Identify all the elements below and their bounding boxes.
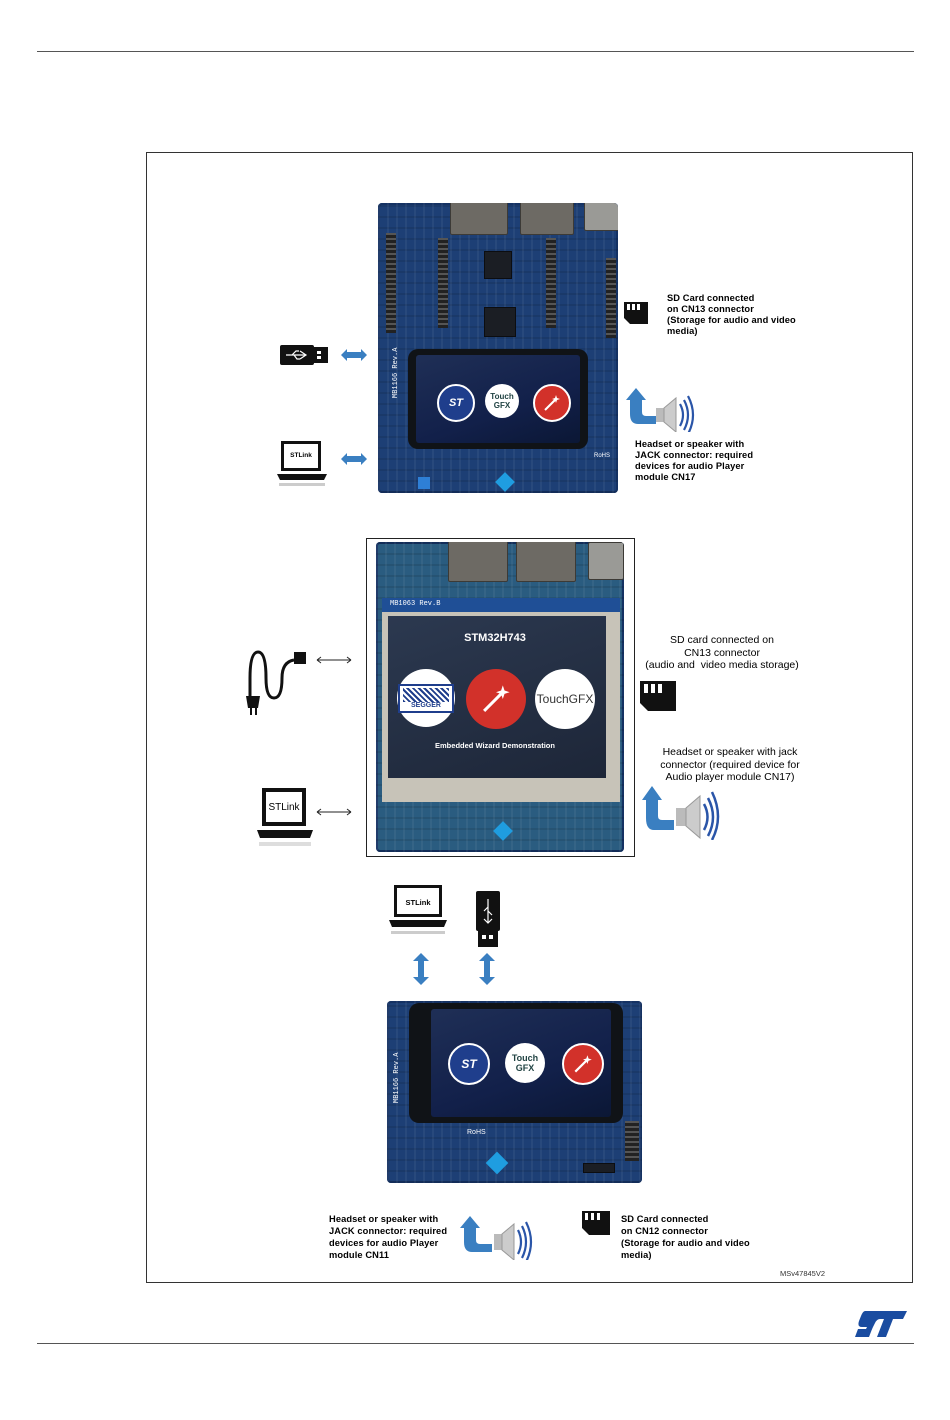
st-logo-icon	[855, 1311, 907, 1337]
laptop-icon-3	[389, 885, 447, 934]
sd-card-icon-2	[640, 681, 676, 711]
board-1-rohs: RoHS	[594, 453, 611, 459]
board-3-rohs: RoHS	[467, 1129, 486, 1136]
segger-label: SEGGER	[411, 701, 441, 709]
st-app-icon: ST	[437, 384, 475, 422]
stlink-label-2: STLink	[268, 802, 300, 813]
board-1-sd-caption: SD Card connected on CN13 connector (Sto…	[667, 293, 796, 336]
board-1-pcb: MB1166 Rev.A RoHS	[378, 203, 618, 493]
board-2-silk: MB1063 Rev.B	[390, 600, 441, 608]
wizard-app-icon-3	[562, 1043, 604, 1085]
laptop-icon-2	[257, 788, 313, 846]
board-3-audio-caption: Headset or speaker with JACK connector: …	[329, 1214, 448, 1260]
figure-reference: MSv47845V2	[780, 1269, 826, 1278]
wizard-app-icon-2	[466, 669, 526, 729]
speaker-icon	[626, 388, 695, 432]
usb-link-arrow-icon-2	[479, 953, 495, 985]
usb-stick-icon	[280, 345, 328, 365]
stlink-label-3: STLink	[405, 898, 431, 907]
board-2-screen-footer: Embedded Wizard Demonstration	[435, 741, 555, 750]
speaker-icon-3	[460, 1216, 533, 1260]
header-rule	[37, 51, 914, 52]
figure-frame	[146, 152, 913, 1283]
wizard-app-icon	[533, 384, 571, 422]
touchgfx-app-icon-2: TouchGFX	[535, 669, 595, 729]
board-1-silk: MB1166 Rev.A	[392, 347, 400, 398]
board-2-sd-caption: SD card connected on CN13 connector (aud…	[645, 634, 799, 671]
stlink-link-arrow-icon-2	[316, 808, 352, 816]
board-3-pcb: MB1166 Rev.A RoHS	[387, 1001, 642, 1183]
power-adapter-icon	[246, 650, 306, 715]
usb-link-arrow-icon	[341, 349, 367, 361]
board-2-audio-caption: Headset or speaker with jack connector (…	[660, 746, 800, 783]
segger-app-icon: SEGGER	[397, 669, 455, 727]
usb-stick-icon-2	[476, 891, 500, 947]
sd-card-icon	[624, 302, 648, 324]
stlink-link-arrow-icon	[341, 453, 367, 465]
stlink-label: STLink	[290, 452, 312, 459]
touchgfx-app-icon: Touch GFX	[485, 384, 519, 418]
stlink-link-arrow-icon-3	[413, 953, 429, 985]
laptop-icon	[277, 441, 327, 486]
touchgfx-app-icon-3: Touch GFX	[505, 1043, 545, 1083]
power-link-arrow-icon	[316, 656, 352, 664]
sd-card-icon-3	[582, 1211, 610, 1235]
footer-rule	[37, 1343, 914, 1344]
board-3-silk: MB1166 Rev.A	[393, 1052, 401, 1103]
board-1-audio-caption: Headset or speaker with JACK connector: …	[635, 439, 754, 482]
board-3-sd-caption: SD Card connected on CN12 connector (Sto…	[621, 1214, 750, 1260]
speaker-icon-2	[642, 786, 720, 840]
st-app-icon-3: ST	[448, 1043, 490, 1085]
board-2-screen-title: STM32H743	[464, 632, 526, 644]
